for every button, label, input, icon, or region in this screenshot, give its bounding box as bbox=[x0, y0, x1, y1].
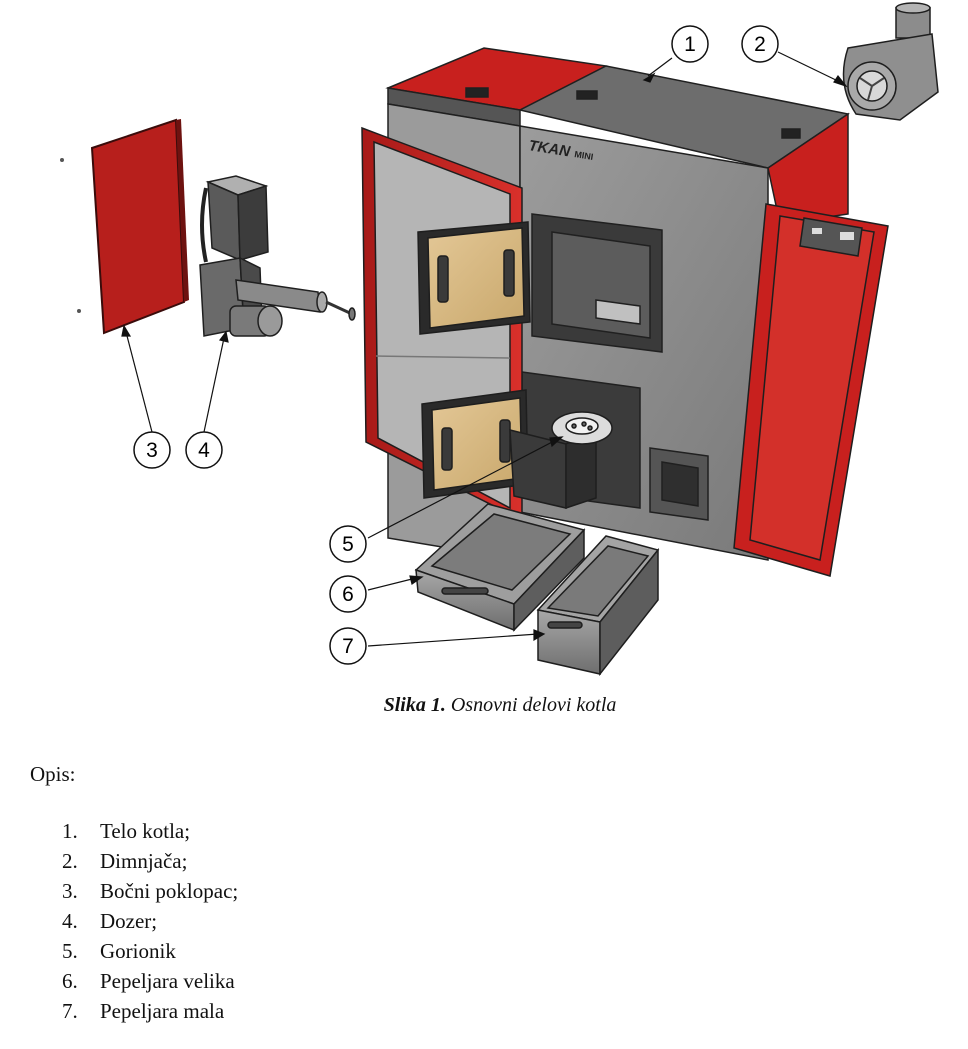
callout-3: 3 bbox=[133, 431, 171, 469]
svg-text:7: 7 bbox=[342, 635, 354, 658]
list-item: 2. Dimnjača; bbox=[62, 846, 238, 876]
list-item-text: Bočni poklopac; bbox=[100, 879, 239, 903]
callout-6: 6 bbox=[329, 575, 367, 613]
list-item-number: 3. bbox=[62, 879, 78, 903]
callout-7: 7 bbox=[329, 627, 367, 665]
figure-caption: Slika 1. Osnovni delovi kotla bbox=[0, 694, 968, 717]
caption-label: Slika 1. bbox=[383, 694, 446, 716]
list-item: 3. Bočni poklopac; bbox=[62, 876, 238, 906]
svg-text:5: 5 bbox=[342, 533, 354, 556]
ash-tray-small bbox=[536, 535, 660, 677]
list-item-text: Pepeljara velika bbox=[100, 969, 235, 993]
list-item-number: 4. bbox=[62, 909, 78, 933]
list-item: 4. Dozer; bbox=[62, 906, 238, 936]
svg-text:6: 6 bbox=[342, 583, 354, 606]
parts-list: 1. Telo kotla; 2. Dimnjača; 3. Bočni poklop… bbox=[62, 816, 238, 1026]
callout-2: 2 bbox=[741, 25, 779, 63]
ash-tray-large bbox=[414, 503, 586, 632]
upper-feed-door bbox=[417, 221, 531, 335]
list-item-number: 1. bbox=[62, 819, 78, 843]
right-door-with-controls bbox=[733, 203, 889, 577]
description-heading: Opis: bbox=[30, 762, 76, 786]
side-cover-panel bbox=[60, 118, 189, 335]
nameplate-brand: TKAN bbox=[527, 137, 572, 160]
nameplate-model: MINI bbox=[574, 149, 594, 162]
chimney-fan bbox=[842, 2, 939, 121]
list-item-text: Gorionik bbox=[100, 939, 176, 963]
callout-4: 4 bbox=[185, 431, 223, 469]
list-item-text: Pepeljara mala bbox=[100, 999, 225, 1023]
caption-text: Osnovni delovi kotla bbox=[450, 694, 617, 716]
svg-text:4: 4 bbox=[198, 439, 210, 462]
callout-leaders bbox=[121, 51, 848, 647]
svg-text:3: 3 bbox=[146, 439, 158, 462]
lower-ash-door bbox=[421, 389, 529, 499]
list-item-text: Dimnjača; bbox=[100, 849, 188, 873]
list-item: 5. Gorionik bbox=[62, 936, 238, 966]
list-item-number: 6. bbox=[62, 969, 78, 993]
burner bbox=[509, 411, 613, 510]
callout-1: 1 bbox=[671, 25, 709, 63]
list-item-text: Telo kotla; bbox=[100, 819, 191, 843]
list-item-number: 7. bbox=[62, 999, 78, 1023]
list-item: 1. Telo kotla; bbox=[62, 816, 238, 846]
dozer-unit bbox=[199, 175, 356, 337]
list-item-text: Dozer; bbox=[100, 909, 158, 933]
list-item: 7. Pepeljara mala bbox=[62, 996, 238, 1026]
list-item-number: 5. bbox=[62, 939, 78, 963]
callout-5: 5 bbox=[329, 525, 367, 563]
svg-text:2: 2 bbox=[754, 33, 766, 56]
list-item: 6. Pepeljara velika bbox=[62, 966, 238, 996]
boiler-exploded-diagram: TKAN MINI bbox=[60, 2, 939, 677]
list-item-number: 2. bbox=[62, 849, 78, 873]
svg-text:1: 1 bbox=[684, 33, 696, 56]
